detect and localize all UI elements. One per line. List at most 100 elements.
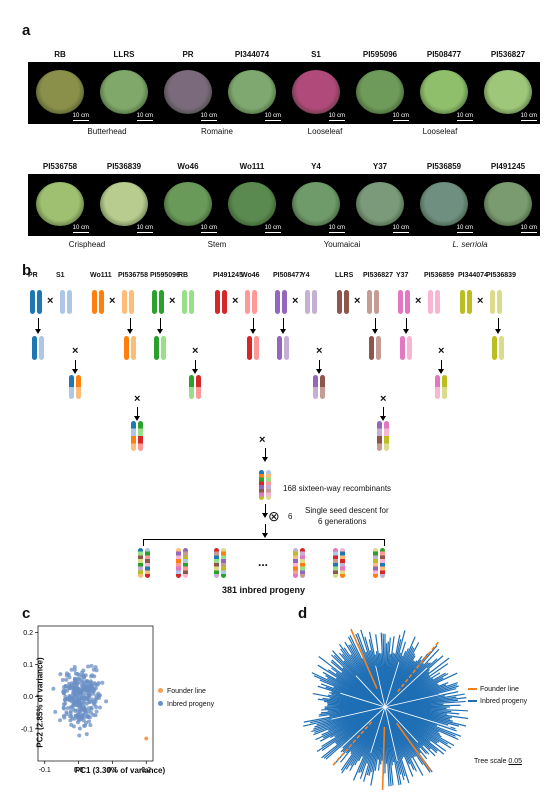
- eightway-chr-1-b: [384, 421, 389, 451]
- f1-chr-5-a: [369, 336, 374, 360]
- progeny-point: [84, 687, 89, 692]
- f1-chr-4-a: [277, 336, 282, 360]
- tree-legend-progeny-label: Inbred progeny: [480, 698, 528, 705]
- progeny-point: [68, 697, 73, 702]
- tree-legend-founder: Founder line: [468, 686, 519, 693]
- scale-bar-label: 10 cm: [264, 225, 281, 233]
- plant-photo-pi536839: 10 cm: [92, 174, 156, 236]
- pca-legend-founder-label: Founder line: [167, 688, 206, 695]
- cross-symbol-4way-1: ×: [192, 345, 199, 357]
- scale-bar-label: 10 cm: [520, 113, 537, 121]
- founder-label-wo46: Wo46: [241, 272, 260, 279]
- progeny-point: [77, 733, 82, 738]
- progeny-chr-5-b: [380, 548, 385, 578]
- founder-label-pi508477: PI508477: [273, 272, 303, 279]
- tree-scale: Tree scale 0.05: [474, 758, 522, 765]
- f1-chr-1-a: [124, 336, 129, 360]
- progeny-point: [90, 685, 95, 690]
- photo-title-pi536827: PI536827: [490, 50, 526, 59]
- fourway-chr-2-b: [320, 375, 325, 399]
- f1-chr-7-b: [499, 336, 504, 360]
- progeny-point: [88, 679, 93, 684]
- ssd-text-line2: 6 generations: [318, 517, 367, 526]
- scale-bar-label: 10 cm: [200, 225, 217, 233]
- eightway-chr-0-a: [131, 421, 136, 451]
- progeny-chr-5-a: [373, 548, 378, 578]
- progeny-point: [76, 716, 81, 721]
- plant-image: [100, 182, 148, 226]
- plant-photo-pi536758: 10 cm: [28, 174, 92, 236]
- arrow-f1-0: [35, 318, 41, 334]
- progeny-point: [62, 691, 67, 696]
- founder-branch: [331, 721, 373, 768]
- founder-label-pi536758: PI536758: [118, 272, 148, 279]
- photo-title-y37: Y37: [372, 162, 388, 171]
- scale-bar-label: 10 cm: [328, 225, 345, 233]
- pca-xtick-label: 0.0: [74, 767, 84, 774]
- tree-branch: [384, 704, 461, 708]
- photo-title-pi536839: PI536839: [106, 162, 142, 171]
- photo-title-pr: PR: [182, 50, 194, 59]
- panel-label-d: d: [298, 605, 308, 622]
- plant-image: [36, 70, 84, 114]
- tree-gap-branch: [355, 675, 386, 708]
- scale-bar-label: 10 cm: [392, 225, 409, 233]
- founder-chr-4-a: [152, 290, 157, 314]
- f1-chr-7-a: [492, 336, 497, 360]
- plant-image: [420, 70, 468, 114]
- founder-chr-3-a: [122, 290, 127, 314]
- founder-chr-6-b: [222, 290, 227, 314]
- f1-chr-5-b: [376, 336, 381, 360]
- plant-image: [164, 182, 212, 226]
- cross-symbol-4way-0: ×: [72, 345, 79, 357]
- scale-bar-label: 10 cm: [200, 113, 217, 121]
- founder-chr-13-b: [435, 290, 440, 314]
- founder-label-pr: PR: [28, 272, 38, 279]
- founder-chr-9-a: [305, 290, 310, 314]
- progeny-point: [61, 702, 66, 707]
- pca-xtick-label: 0.2: [141, 767, 151, 774]
- f1-chr-0-a: [32, 336, 37, 360]
- tree-scale-value: 0.05: [508, 758, 522, 765]
- progeny-point: [53, 709, 58, 714]
- cross-symbol-8way-0: ×: [134, 393, 141, 405]
- progeny-point: [64, 710, 69, 715]
- photo-title-y4: Y4: [311, 162, 321, 171]
- cross-symbol-founders-5: ×: [354, 295, 361, 307]
- progeny-point: [104, 699, 109, 704]
- category-butterhead: Butterhead: [87, 127, 127, 136]
- progeny-point: [64, 677, 69, 682]
- progeny-point: [77, 708, 82, 713]
- phylogenetic-tree: [303, 628, 469, 790]
- progeny-chr-4-b: [340, 548, 345, 578]
- plant-photo-wo111: 10 cm: [220, 174, 284, 236]
- tree-gap-branch: [384, 667, 428, 708]
- f1-chr-4-b: [284, 336, 289, 360]
- progeny-point: [77, 726, 82, 731]
- progeny-point: [81, 713, 86, 718]
- founder-chr-2-b: [99, 290, 104, 314]
- progeny-point: [81, 673, 86, 678]
- progeny-point: [78, 701, 83, 706]
- progeny-point: [73, 708, 78, 713]
- eightway-chr-0-b: [138, 421, 143, 451]
- progeny-chr-1-a: [176, 548, 181, 578]
- progeny-chr-2-b: [221, 548, 226, 578]
- founder-label-s1: S1: [56, 272, 65, 279]
- category-l-serriola: L. serriola: [452, 240, 488, 249]
- tree-gap-branch: [384, 706, 451, 728]
- tree-gap-branch: [384, 706, 419, 743]
- plant-image: [484, 70, 532, 114]
- founder-chr-2-a: [92, 290, 97, 314]
- founder-label-pi536859: PI536859: [424, 272, 454, 279]
- progeny-point: [93, 699, 98, 704]
- plant-photo-pi536859: 10 cm: [412, 174, 476, 236]
- progeny-chr-0-b: [145, 548, 150, 578]
- pca-ylabel: PC2 (2.85% of variance): [35, 657, 45, 748]
- recombinant-count-text: 168 sixteen-way recombinants: [283, 484, 392, 493]
- tree-gap-branch: [340, 692, 386, 708]
- founder-label-pi344074: PI344074: [458, 272, 488, 279]
- plant-image: [484, 182, 532, 226]
- f1-chr-3-b: [254, 336, 259, 360]
- progeny-point: [71, 702, 76, 707]
